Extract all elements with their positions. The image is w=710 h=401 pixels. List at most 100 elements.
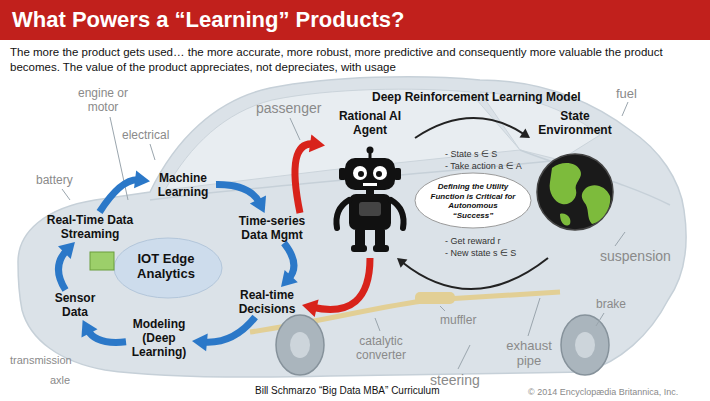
- node-text: Defining the Utility Function is Critica…: [431, 182, 516, 220]
- robot-icon-part: [358, 171, 364, 177]
- cycle-step: Real-time Decisions: [232, 287, 302, 317]
- cycle-step: Sensor Data: [42, 290, 108, 320]
- environment-box: State Environment: [530, 108, 620, 258]
- cycle-arrow: [216, 185, 266, 213]
- arrow-head: [58, 242, 75, 259]
- front-hub: [575, 332, 595, 358]
- part-label-slot: battery: [36, 173, 73, 187]
- node-text: State Environment: [530, 108, 620, 138]
- robot-icon-part: [373, 166, 387, 180]
- cycle-arrow: [281, 243, 298, 287]
- part-label: axle: [50, 374, 70, 387]
- part-label: exhaust pipe: [500, 338, 558, 368]
- rl-note-slot: - Get reward r: [445, 235, 501, 247]
- cycle-step: Real-Time Data Streaming: [38, 212, 142, 242]
- node-text: Machine Learning: [150, 170, 216, 200]
- arrow-line: [216, 185, 260, 204]
- robot-icon-part: [367, 147, 374, 154]
- globe-icon-part: [550, 163, 581, 204]
- section-heading-slot: Deep Reinforcement Learning Model: [372, 90, 581, 104]
- part-label-slot: engine or motor: [72, 86, 134, 114]
- part-label: engine or motor: [72, 86, 134, 114]
- rl-note-slot: - New state s ∈ S: [445, 247, 516, 259]
- part-label-slot: brake: [596, 297, 626, 311]
- copyright-note: © 2014 Encyclopædia Britannica, Inc.: [528, 387, 678, 398]
- flow-arrow: [295, 135, 325, 213]
- hub-label: IOT Edge Analytics: [118, 250, 214, 282]
- agent-box: Rational AI Agent: [325, 108, 415, 258]
- part-label-slot: electrical: [122, 128, 169, 142]
- leader-lines-part: [440, 306, 445, 311]
- leader-lines-part: [150, 144, 155, 160]
- title-text: What Powers a “Learning” Products?: [0, 0, 710, 40]
- part-label-slot: catalytic converter: [350, 334, 412, 362]
- arrow-line: [295, 144, 315, 213]
- part-label-slot: fuel: [616, 86, 637, 102]
- part-label: passenger: [256, 100, 321, 117]
- arrow-line: [415, 118, 525, 138]
- leader-lines-part: [596, 313, 604, 326]
- arrow-line: [202, 317, 255, 342]
- part-label: battery: [36, 173, 73, 187]
- globe-icon: [530, 148, 620, 232]
- node-text: IOT Edge Analytics: [118, 250, 214, 282]
- robot-icon-part: [345, 158, 395, 190]
- rl-arrow: [397, 258, 548, 289]
- node-text: Time-series Data Mgmt: [232, 213, 312, 243]
- part-label-slot: transmission: [10, 354, 72, 367]
- cycle-step: Modeling (Deep Learning): [126, 316, 192, 360]
- robot-icon-part: [339, 168, 346, 180]
- robot-icon-part: [353, 166, 367, 180]
- robot-icon-part: [363, 183, 377, 186]
- arrow-head: [250, 196, 266, 213]
- part-label: muffler: [440, 313, 476, 327]
- arrow-line: [100, 180, 140, 212]
- part-label-slot: passenger: [256, 100, 321, 117]
- arrow-head: [302, 299, 319, 317]
- rl-note-slot: - State s ∈ S: [445, 148, 497, 160]
- robot-icon-part: [394, 168, 401, 180]
- leader-lines-part: [458, 345, 470, 369]
- cycle-step: Time-series Data Mgmt: [232, 213, 312, 243]
- node-text: Sensor Data: [42, 290, 108, 320]
- globe-icon-part: [560, 214, 570, 226]
- subtitle-text: The more the product gets used… the more…: [10, 45, 702, 75]
- arrow-line: [312, 258, 370, 309]
- front-wheel: [561, 315, 609, 375]
- muffler-shape: [415, 292, 455, 304]
- robot-icon-part: [351, 245, 367, 252]
- rl-note: - Get reward r: [445, 235, 501, 247]
- leader-lines-part: [622, 102, 628, 116]
- battery-box: [90, 252, 114, 270]
- robot-icon-part: [337, 200, 350, 228]
- rl-note: - Take action a ∈ A: [445, 160, 522, 172]
- arrow-head: [192, 333, 208, 351]
- robot-icon: [325, 146, 415, 254]
- copyright-note-slot: © 2014 Encyclopædia Britannica, Inc.: [528, 387, 678, 398]
- flow-arrow: [302, 258, 370, 317]
- part-label: suspension: [600, 248, 671, 265]
- utility-ellipse: Defining the Utility Function is Critica…: [414, 172, 532, 229]
- leader-lines: [62, 102, 628, 369]
- part-label: brake: [596, 297, 626, 311]
- arrow-line: [58, 249, 67, 290]
- arrow-head: [520, 129, 530, 138]
- robot-icon-part: [359, 202, 381, 216]
- node-text: Real-Time Data Streaming: [38, 212, 142, 242]
- arrow-head: [397, 258, 407, 268]
- robot-icon-part: [375, 230, 385, 247]
- arrow-head: [309, 135, 325, 153]
- arrow-head: [281, 270, 298, 287]
- title-band: What Powers a “Learning” Products?: [0, 0, 710, 40]
- caption-text: Bill Schmarzo “Big Data MBA” Curriculum: [255, 385, 440, 397]
- engine-block: [114, 238, 222, 298]
- leader-lines-part: [528, 298, 540, 336]
- rl-note-slot: - Take action a ∈ A: [445, 160, 522, 172]
- part-label: transmission: [10, 354, 72, 367]
- leader-lines-part: [290, 118, 300, 140]
- node-text: Modeling (Deep Learning): [126, 316, 192, 360]
- part-label-slot: exhaust pipe: [500, 338, 558, 368]
- car-body: [18, 77, 686, 377]
- leader-lines-part: [615, 232, 625, 246]
